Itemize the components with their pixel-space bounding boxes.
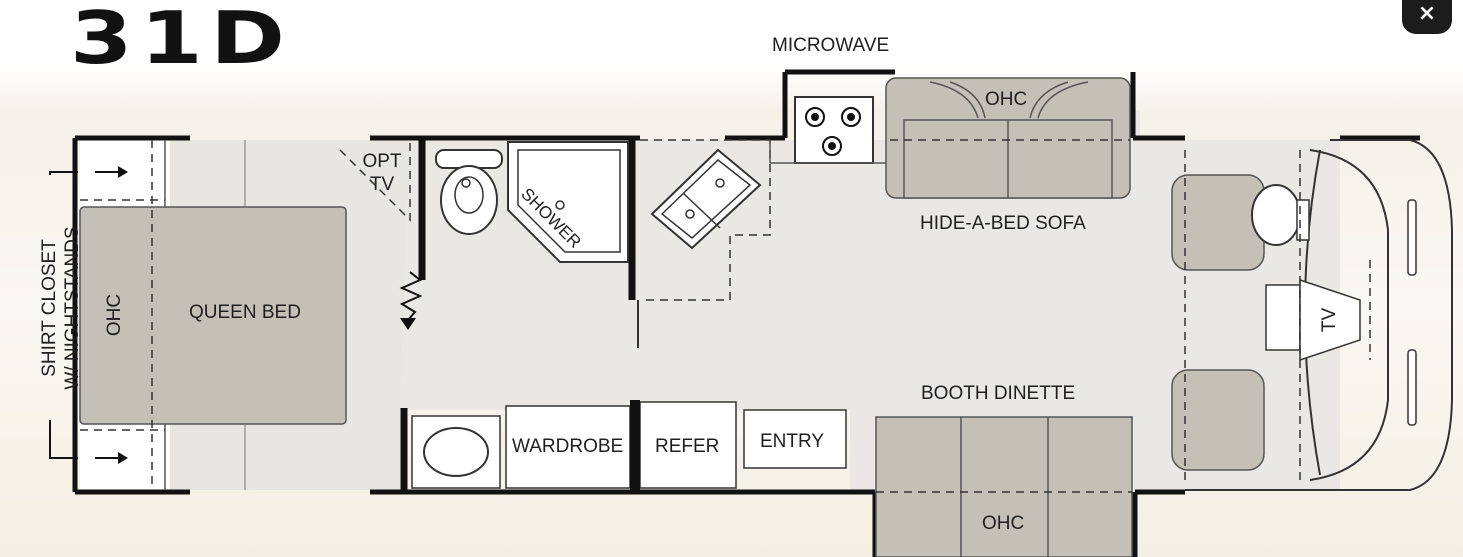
label-tv-front: TV [1319,307,1341,333]
booth-dinette [875,416,1133,557]
storage-units [505,400,847,490]
floorplan-title: 31D [70,0,293,80]
label-booth-dinette: BOOTH DINETTE [921,383,1076,404]
label-ohc-sofa: OHC [985,89,1028,110]
label-hide-a-bed-sofa: HIDE-A-BED SOFA [920,213,1086,234]
label-wardrobe: WARDROBE [512,436,624,457]
label-opt: OPT [362,151,402,172]
label-ohc-bed: OHC [104,293,126,337]
label-entry: ENTRY [760,431,825,452]
close-button[interactable]: × [1402,0,1452,34]
label-ohc-dinette: OHC [982,513,1025,534]
hide-a-bed-sofa [885,77,1131,199]
bathroom [411,141,629,489]
label-tv: TV [369,174,395,195]
exterior-walls [72,69,1420,557]
cab-seats [1171,150,1417,480]
label-shirt-closet: SHIRT CLOSET [39,239,61,377]
bedroom [49,140,423,490]
galley [637,96,890,348]
label-queen-bed: QUEEN BED [189,302,301,323]
label-microwave: MICROWAVE [772,35,890,56]
label-refer: REFER [655,436,720,457]
label-nightstands: W/ NIGHTSTANDS [62,226,84,390]
